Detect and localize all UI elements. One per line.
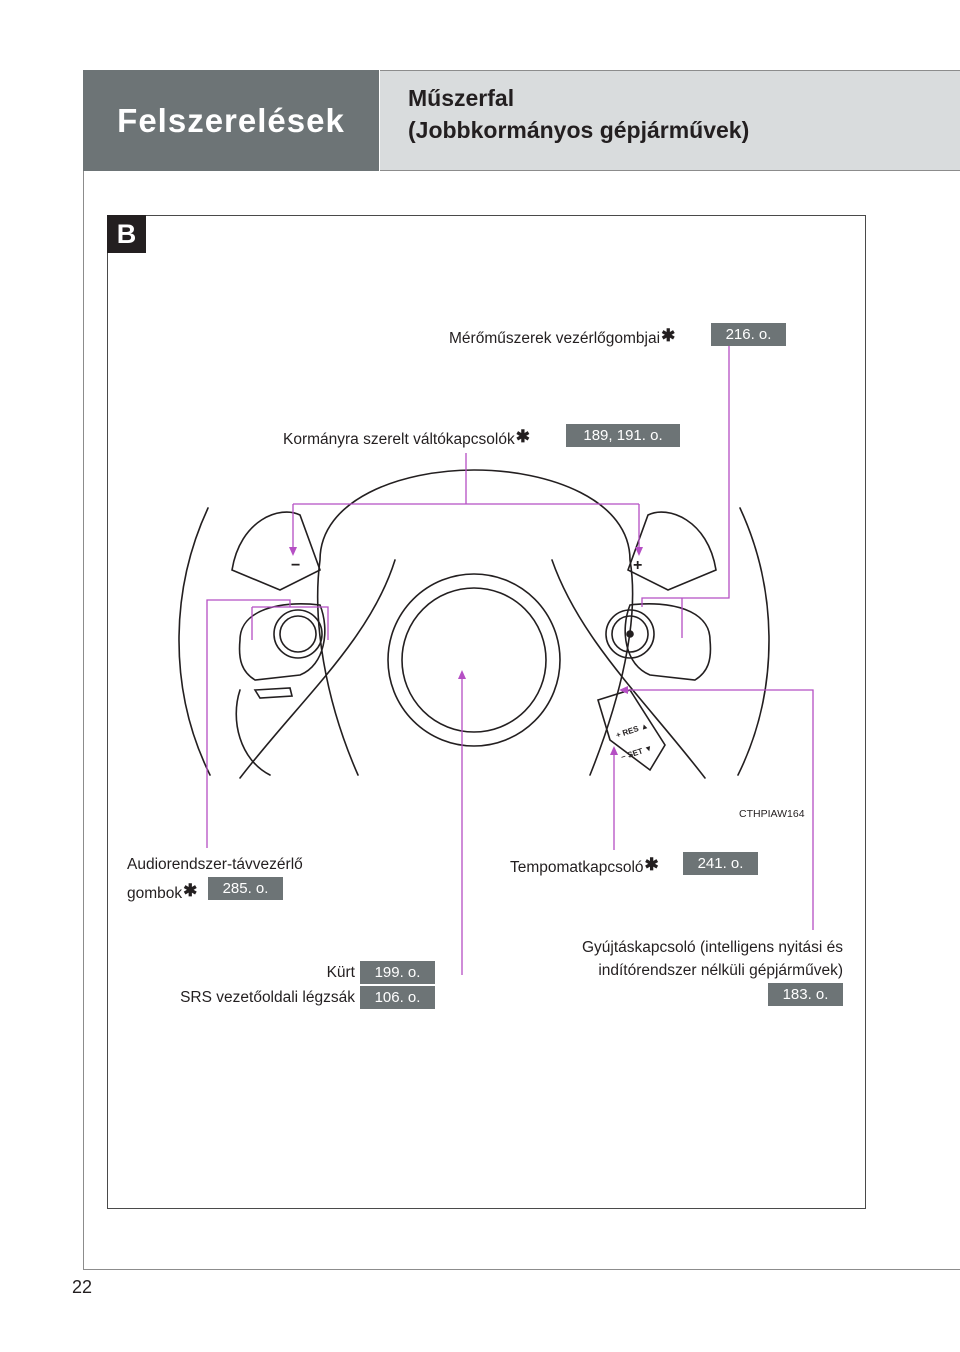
ignition-ref: 183. o. bbox=[768, 983, 843, 1006]
page-title-line2: (Jobbkormányos gépjárművek) bbox=[408, 117, 750, 143]
page-frame-left bbox=[83, 70, 84, 1270]
ignition-label-line2: indítórendszer nélküli gépjárművek) bbox=[598, 962, 843, 979]
cruise-control-ref: 241. o. bbox=[683, 852, 758, 875]
paddle-shifters-label: Kormányra szerelt váltókapcsolók✱ bbox=[283, 427, 530, 448]
asterisk-icon: ✱ bbox=[644, 855, 659, 874]
meter-controls-ref: 216. o. bbox=[711, 323, 786, 346]
horn-label: Kürt bbox=[326, 964, 355, 981]
airbag-label: SRS vezetőoldali légzsák bbox=[180, 989, 355, 1006]
section-title: Felszerelések bbox=[117, 101, 345, 139]
res-glyph: + RES ▲ bbox=[615, 721, 650, 740]
image-code: CTHPIAW164 bbox=[739, 808, 805, 820]
page-number: 22 bbox=[72, 1277, 93, 1297]
page-title-line1: Műszerfal bbox=[408, 85, 515, 111]
minus-paddle-glyph: − bbox=[291, 557, 300, 574]
leader-lines bbox=[206, 335, 814, 975]
audio-remote-label-line1: Audiorendszer-távvezérlő bbox=[127, 856, 303, 873]
audio-remote-label-line2: gombok✱ bbox=[127, 881, 198, 902]
plus-paddle-glyph: + bbox=[633, 557, 642, 574]
asterisk-icon: ✱ bbox=[661, 326, 676, 345]
asterisk-icon: ✱ bbox=[515, 427, 530, 446]
leader-arrowheads bbox=[289, 547, 643, 755]
airbag-ref: 106. o. bbox=[360, 986, 435, 1009]
audio-remote-ref: 285. o. bbox=[208, 877, 283, 900]
asterisk-icon: ✱ bbox=[183, 881, 198, 900]
ignition-label-line1: Gyújtáskapcsoló (intelligens nyitási és bbox=[581, 939, 843, 956]
diagram-frame bbox=[107, 215, 866, 1209]
paddle-shifters-ref: 189, 191. o. bbox=[566, 424, 680, 447]
horn-ref: 199. o. bbox=[360, 961, 435, 984]
page-frame-bottom bbox=[83, 1269, 960, 1270]
diagram-badge: B bbox=[107, 215, 146, 253]
section-tab: Felszerelések bbox=[83, 70, 379, 171]
meter-controls-label: Mérőműszerek vezérlőgombjai✱ bbox=[449, 326, 676, 347]
steering-wheel-outline bbox=[178, 469, 770, 779]
cruise-control-label: Tempomatkapcsoló✱ bbox=[510, 855, 659, 876]
page-header: Műszerfal (Jobbkormányos gépjárművek) bbox=[380, 70, 960, 171]
